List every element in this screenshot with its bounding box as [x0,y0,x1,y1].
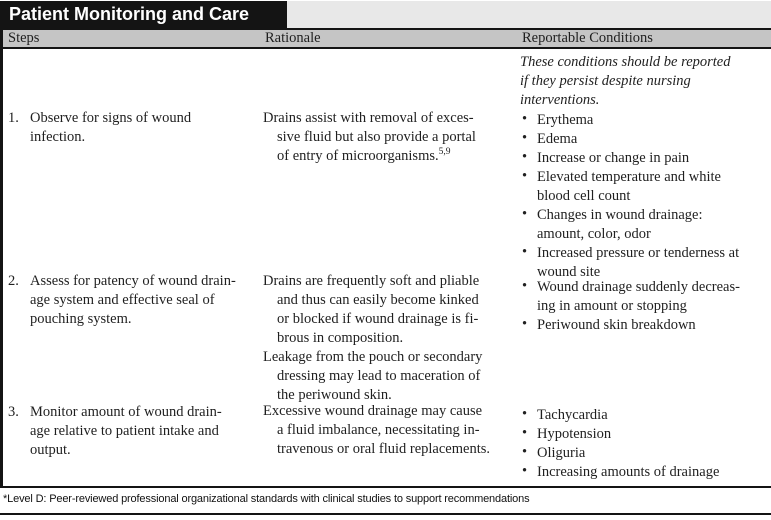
condition-item: • Increase or change in pain [520,149,770,168]
bullet-icon: • [522,444,528,460]
condition-text: Oliguria [537,445,586,461]
conditions-list-2: • Wound drainage suddenly decreas- ing in… [520,278,770,335]
rationale-2-paragraph-2: Leakage from the pouch or secondary dres… [263,349,483,403]
step-1-text: Observe for signs of wound infection. [30,110,192,145]
condition-item: • Tachycardia [520,406,770,425]
bullet-icon: • [522,111,528,127]
column-header-steps: Steps [8,30,40,46]
condition-item: • Edema [520,130,770,149]
citation-superscript: 5,9 [438,147,451,158]
intro-note: These conditions should be reported if t… [520,53,770,110]
rationale-3-paragraph: Excessive wound drainage may cause a flu… [263,403,490,457]
condition-text: Increase or change in pain [537,150,690,166]
condition-item: • Wound drainage suddenly decreas- ing in… [520,278,770,316]
conditions-list-3: • Tachycardia • Hypotension • Oliguria • Inc… [520,406,770,482]
step-1-number: 1. [8,110,19,126]
step-2-text: Assess for patency of wound drain- age s… [30,273,236,327]
condition-text: Hypotension [537,426,612,442]
condition-text: Elevated temperature and white blood cel… [537,169,721,204]
bullet-icon: • [522,206,528,222]
condition-text: Increased pressure or tenderness at woun… [537,245,740,280]
condition-item: • Increased pressure or tenderness at wou… [520,244,770,282]
table-bottom-divider [0,486,771,488]
condition-item: • Elevated temperature and white blood ce… [520,168,770,206]
condition-text: Increasing amounts of drainage [537,464,720,480]
bullet-icon: • [522,406,528,422]
condition-text: Tachycardia [537,407,608,423]
rationale-1-paragraph: Drains assist with removal of exces- siv… [263,109,511,166]
bullet-icon: • [522,168,528,184]
step-3-number: 3. [8,404,19,420]
rationale-2-paragraph-1: Drains are frequently soft and pliable a… [263,273,480,346]
section-title-bar: Patient Monitoring and Care [0,1,287,28]
condition-text: Periwound skin breakdown [537,317,696,333]
table-left-border [0,28,3,487]
condition-item: • Oliguria [520,444,770,463]
rationale-2: Drains are frequently soft and pliable a… [263,272,511,405]
footnote: *Level D: Peer-reviewed professional org… [3,493,530,505]
bullet-icon: • [522,316,528,332]
condition-item: • Changes in wound drainage: amount, colo… [520,206,770,244]
table-header-row: Steps Rationale Reportable Conditions [0,28,771,49]
rationale-3: Excessive wound drainage may cause a flu… [263,402,511,459]
rationale-1: Drains assist with removal of exces- siv… [263,109,511,166]
condition-text: Erythema [537,112,594,128]
condition-item: • Increasing amounts of drainage [520,463,770,482]
step-2: 2. Assess for patency of wound drain- ag… [8,272,254,329]
column-header-reportable-conditions: Reportable Conditions [522,30,653,46]
bullet-icon: • [522,130,528,146]
bullet-icon: • [522,463,528,479]
condition-text: Edema [537,131,578,147]
conditions-list-1: • Erythema • Edema • Increase or change in … [520,111,770,282]
step-1: 1. Observe for signs of wound infection. [8,109,254,147]
step-3-text: Monitor amount of wound drain- age relat… [30,404,222,458]
bullet-icon: • [522,244,528,260]
column-header-rationale: Rationale [265,30,321,46]
bullet-icon: • [522,278,528,294]
rationale-1-text: Drains assist with removal of exces- siv… [263,110,476,164]
bullet-icon: • [522,425,528,441]
condition-text: Changes in wound drainage: amount, color… [537,207,703,242]
step-2-number: 2. [8,273,19,289]
condition-item: • Hypotension [520,425,770,444]
condition-text: Wound drainage suddenly decreas- ing in … [537,279,740,314]
condition-item: • Periwound skin breakdown [520,316,770,335]
intro-note-text: These conditions should be reported if t… [520,54,731,108]
section-title: Patient Monitoring and Care [9,4,250,24]
bullet-icon: • [522,149,528,165]
footnote-bottom-divider [0,513,771,515]
condition-item: • Erythema [520,111,770,130]
step-3: 3. Monitor amount of wound drain- age re… [8,403,254,460]
